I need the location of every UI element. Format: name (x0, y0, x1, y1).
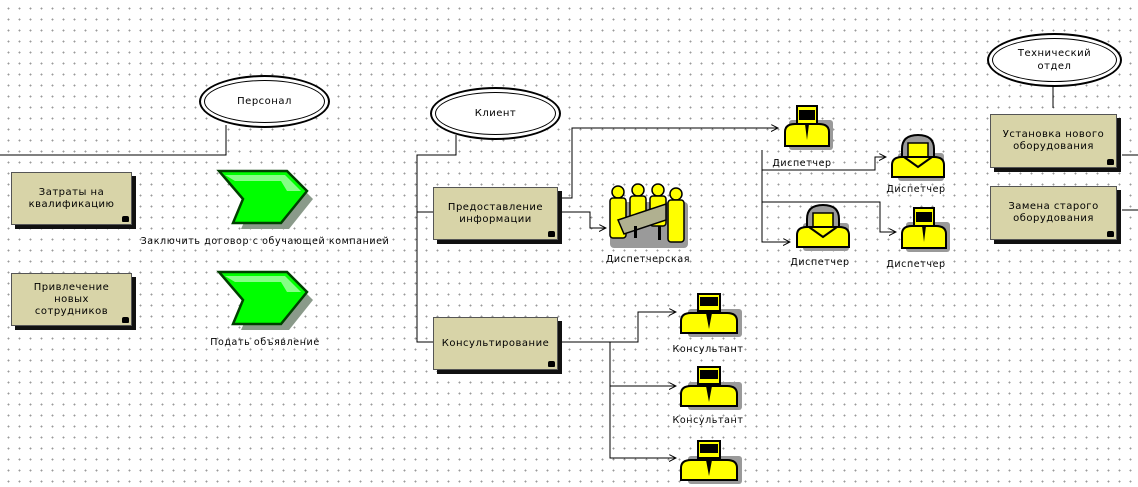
dispatcher-branch (761, 150, 790, 242)
person-icon[interactable] (678, 291, 744, 339)
function-qualification-costs-label: Затраты на квалификацию (28, 186, 115, 210)
person-gray-hair-icon[interactable] (888, 133, 948, 183)
function-provide-info[interactable]: Предоставление информации (433, 187, 558, 240)
function-corner-icon (122, 216, 129, 222)
event-contract-label: Заключить договор с обучающей компанией (140, 236, 390, 247)
function-qualification-costs[interactable]: Затраты на квалификацию (11, 172, 132, 225)
dispatcher-2-label: Диспетчер (886, 184, 946, 195)
personnel-connector (0, 125, 227, 156)
entity-client-label: Клиент (474, 108, 517, 119)
dispatcher-1-label: Диспетчер (772, 158, 832, 169)
function-new-employees-label: Привлечение новых сотрудников (33, 281, 110, 317)
function-consulting[interactable]: Консультирование (433, 317, 558, 370)
function-corner-icon (1107, 231, 1114, 237)
dispatcher-3-label: Диспетчер (790, 257, 850, 268)
function-corner-icon (548, 231, 555, 237)
to-dispatcher4 (762, 201, 896, 232)
function-install-new-label: Установка нового оборудования (1002, 129, 1105, 152)
to-dispatcher2 (762, 157, 886, 171)
function-corner-icon (122, 317, 129, 323)
function-corner-icon (1107, 159, 1114, 165)
info-to-dispatcher1 (562, 128, 778, 199)
person-icon[interactable] (898, 204, 954, 254)
person-gray-hair-icon[interactable] (793, 203, 853, 253)
client-connector (416, 135, 457, 343)
group-people-icon[interactable] (602, 180, 698, 250)
consulting-branch (609, 342, 676, 458)
function-replace-old-label: Замена старого оборудования (1008, 201, 1099, 224)
function-provide-info-label: Предоставление информации (447, 201, 544, 225)
event-advertisement-label: Подать объявление (210, 337, 320, 348)
entity-personnel[interactable]: Персонал (199, 75, 330, 128)
entity-personnel-label: Персонал (237, 96, 292, 107)
person-icon[interactable] (678, 438, 744, 486)
consultant-1-label: Консультант (672, 344, 744, 355)
function-consulting-label: Консультирование (441, 337, 550, 349)
function-replace-old[interactable]: Замена старого оборудования (990, 186, 1117, 240)
consulting-to-consultant1 (562, 312, 676, 343)
dispatcher-4-label: Диспетчер (886, 259, 946, 270)
entity-tech-department[interactable]: Технический отдел (987, 33, 1122, 87)
event-arrow-icon[interactable] (215, 167, 315, 233)
entity-tech-department-label: Технический отдел (1017, 48, 1092, 72)
info-to-dispatchroom (562, 211, 606, 228)
dispatch-room-label: Диспетчерская (605, 254, 691, 265)
function-corner-icon (548, 361, 555, 367)
event-arrow-icon[interactable] (215, 268, 315, 334)
function-install-new[interactable]: Установка нового оборудования (990, 114, 1117, 168)
person-icon[interactable] (781, 102, 837, 152)
consultant-2-label: Консультант (672, 415, 744, 426)
function-new-employees[interactable]: Привлечение новых сотрудников (11, 273, 132, 326)
person-icon[interactable] (678, 364, 744, 412)
entity-client[interactable]: Клиент (430, 87, 561, 140)
